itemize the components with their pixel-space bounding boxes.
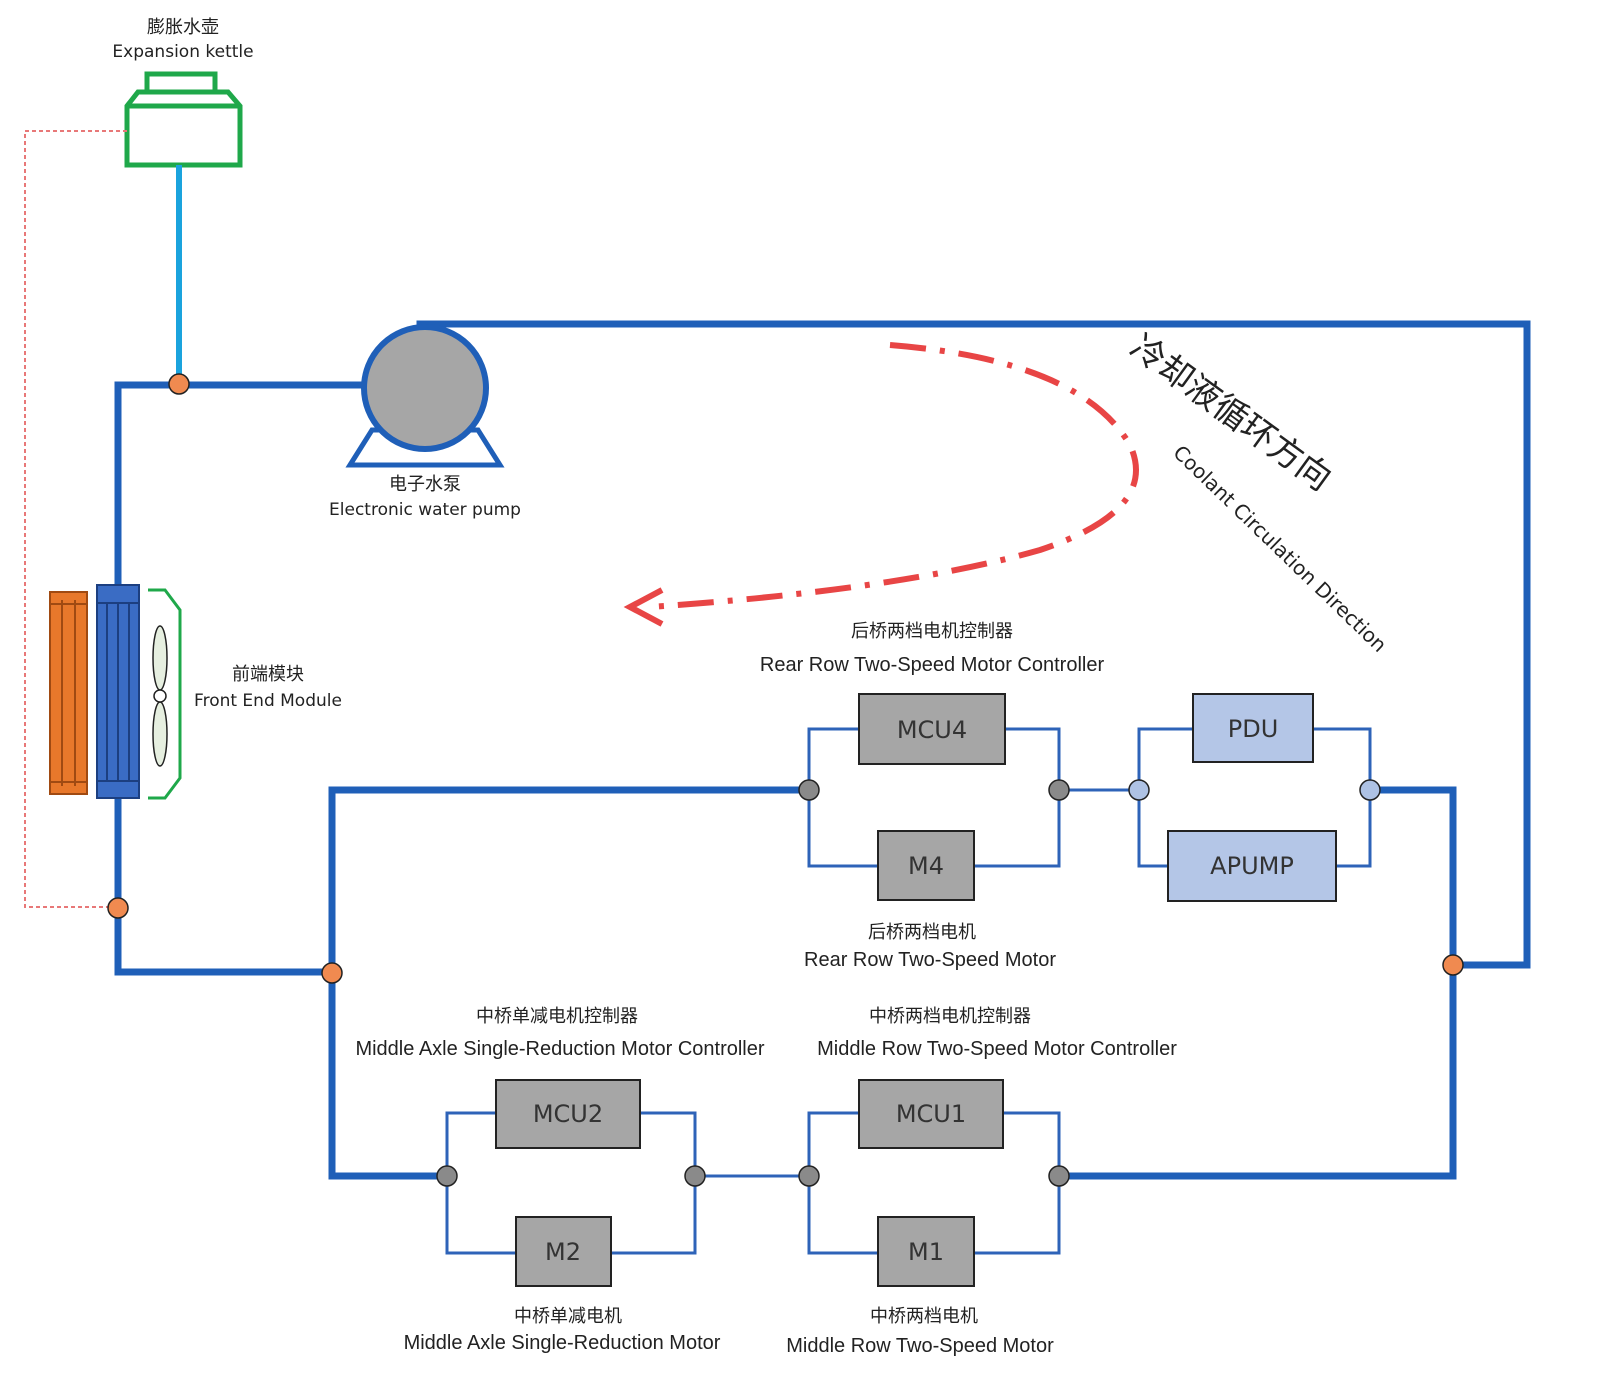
kettle-vent-line bbox=[24, 130, 127, 908]
electronic-water-pump bbox=[345, 324, 505, 468]
middle-single-motor-label-en: Middle Axle Single-Reduction Motor bbox=[404, 1332, 721, 1354]
front-end-module-label-en: Front End Module bbox=[194, 691, 342, 711]
fan-blade-bottom bbox=[152, 701, 168, 767]
m4-box bbox=[877, 830, 975, 901]
condenser bbox=[49, 591, 88, 795]
circulation-label-cn: 冷却液循环方向 bbox=[1123, 327, 1339, 499]
water-pump-label-en: Electronic water pump bbox=[329, 500, 521, 520]
mcu2-label: MCU2 bbox=[533, 1100, 603, 1128]
m1-label: M1 bbox=[908, 1238, 944, 1266]
junction-kettle-tee bbox=[168, 373, 190, 395]
front-end-module-label-cn: 前端模块 bbox=[232, 664, 304, 685]
middle-single-controller-label-cn: 中桥单减电机控制器 bbox=[476, 1006, 638, 1027]
expansion-kettle-label-cn: 膨胀水壶 bbox=[147, 17, 219, 38]
m2-label: M2 bbox=[545, 1238, 581, 1266]
mcu1-label: MCU1 bbox=[896, 1100, 966, 1128]
fan-shroud bbox=[148, 588, 182, 800]
junction-right-merge bbox=[1442, 954, 1464, 976]
water-pump-label-cn: 电子水泵 bbox=[389, 474, 461, 495]
rear-motor-label-en: Rear Row Two-Speed Motor bbox=[804, 949, 1056, 971]
middle-two-controller-label-cn: 中桥两档电机控制器 bbox=[869, 1006, 1031, 1027]
middle-single-controller-label-en: Middle Axle Single-Reduction Motor Contr… bbox=[355, 1038, 764, 1060]
junction-rear-in bbox=[798, 779, 820, 801]
fan-hub bbox=[153, 689, 167, 703]
mcu4-box bbox=[858, 693, 1006, 765]
rear-controller-label-en: Rear Row Two-Speed Motor Controller bbox=[760, 654, 1105, 676]
rear-controller-label-cn: 后桥两档电机控制器 bbox=[851, 621, 1013, 642]
front-end-module bbox=[49, 584, 182, 800]
fan-blade-top bbox=[152, 625, 168, 691]
circulation-direction-arrow bbox=[649, 342, 1139, 610]
circulation-arrowhead bbox=[623, 587, 664, 627]
main-pipe-top-right bbox=[416, 320, 1531, 969]
main-pipe-right-riser bbox=[1055, 786, 1457, 1180]
rear-motor-label-cn: 后桥两档电机 bbox=[868, 922, 976, 943]
mcu2-box bbox=[495, 1079, 641, 1149]
junction-nodes bbox=[107, 373, 1464, 1187]
junction-left-split bbox=[321, 962, 343, 984]
main-pipe-lower-feed bbox=[328, 968, 451, 1180]
junction-rear-out bbox=[1048, 779, 1070, 801]
m2-box bbox=[515, 1216, 612, 1287]
middle-two-motor-label-en: Middle Row Two-Speed Motor bbox=[786, 1335, 1054, 1357]
expansion-kettle-label-en: Expansion kettle bbox=[112, 42, 253, 62]
middle-single-motor-label-cn: 中桥单减电机 bbox=[514, 1306, 622, 1327]
mcu4-label: MCU4 bbox=[897, 716, 967, 744]
main-pipe-left bbox=[114, 381, 372, 589]
junction-pdu-in bbox=[1128, 779, 1150, 801]
main-pipe-middle-feed bbox=[328, 786, 813, 976]
junction-mcu2-out bbox=[684, 1165, 706, 1187]
junction-vent-return bbox=[107, 897, 129, 919]
apump-label: APUMP bbox=[1210, 852, 1294, 880]
middle-two-motor-label-cn: 中桥两档电机 bbox=[870, 1306, 978, 1327]
m1-box bbox=[877, 1216, 975, 1287]
pdu-box bbox=[1192, 693, 1314, 763]
middle-two-controller-label-en: Middle Row Two-Speed Motor Controller bbox=[817, 1038, 1177, 1060]
pdu-label: PDU bbox=[1228, 715, 1279, 743]
expansion-kettle bbox=[124, 71, 243, 168]
apump-box bbox=[1167, 830, 1337, 902]
m4-label: M4 bbox=[908, 852, 944, 880]
junction-mcu1-in bbox=[798, 1165, 820, 1187]
junction-pdu-out bbox=[1359, 779, 1381, 801]
mcu1-box bbox=[858, 1079, 1004, 1149]
junction-mcu2-in bbox=[436, 1165, 458, 1187]
junction-mcu1-out bbox=[1048, 1165, 1070, 1187]
